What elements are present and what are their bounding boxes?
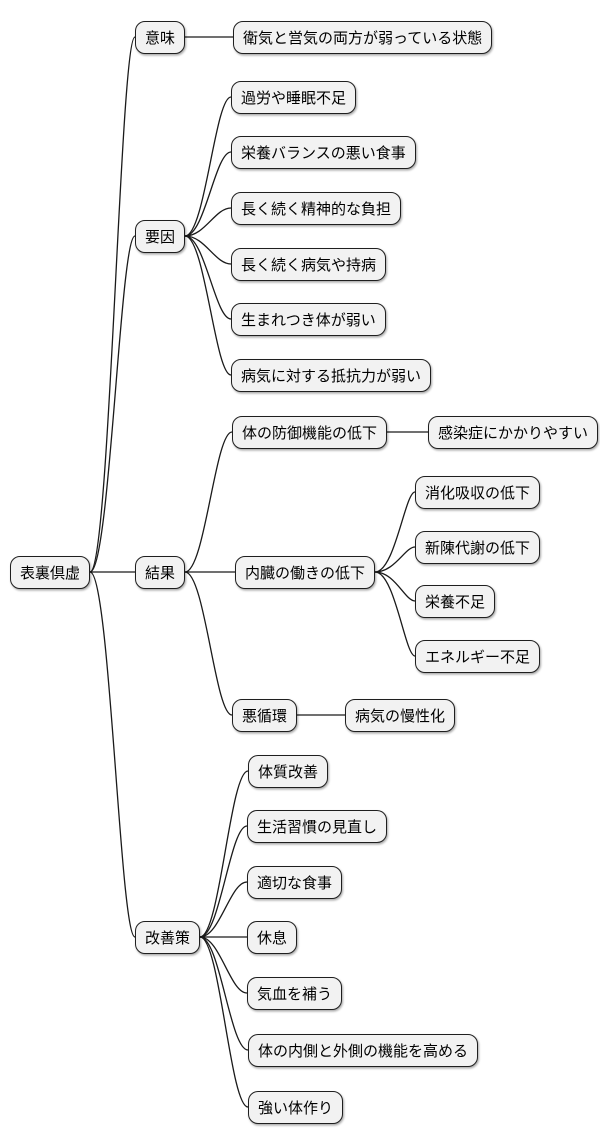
connector-kekka-to-kekka1: [184, 431, 233, 573]
mindmap-node-kekka3a: 病気の慢性化: [345, 698, 456, 732]
mindmap-node-kekka3: 悪循環: [232, 698, 298, 732]
connector-kekka-to-kekka3: [184, 571, 233, 716]
mindmap-node-kekka2: 内臓の働きの低下: [235, 555, 376, 589]
connector-kekka2-to-kekka2c: [374, 571, 416, 602]
connector-kekka2-to-kekka2d: [374, 571, 416, 657]
mindmap-node-kaizen6: 体の内側と外側の機能を高める: [248, 1033, 479, 1067]
connector-kekka2-to-kekka2a: [374, 491, 416, 573]
mindmap-node-yoin: 要因: [135, 219, 186, 253]
mindmap-node-kekka1a: 感染症にかかりやすい: [428, 415, 599, 449]
connector-yoin-to-yoin2: [184, 151, 232, 237]
mindmap-node-yoin3: 長く続く精神的な負担: [231, 191, 402, 225]
mindmap-node-kekka1: 体の防御機能の低下: [232, 415, 388, 449]
mindmap-node-yoin5: 生まれつき体が弱い: [231, 302, 386, 336]
connector-kaizen-to-kaizen6: [199, 936, 249, 1051]
mindmap-node-kekka: 結果: [135, 555, 186, 589]
connector-root-to-yoin: [89, 235, 136, 573]
mindmap-node-kaizen7: 強い体作り: [248, 1090, 344, 1124]
mindmap-node-kaizen: 改善策: [135, 920, 201, 954]
mindmap-node-yoin1: 過労や睡眠不足: [231, 80, 357, 114]
connector-yoin-to-yoin4: [184, 235, 232, 265]
mindmap-node-yoin2: 栄養バランスの悪い食事: [231, 135, 416, 169]
mindmap-node-kaizen1: 体質改善: [248, 754, 329, 788]
mindmap-node-kekka2b: 新陳代謝の低下: [415, 530, 541, 564]
connector-yoin-to-yoin1: [184, 96, 232, 237]
connector-kaizen-to-kaizen5: [199, 936, 248, 994]
connector-yoin-to-yoin6: [184, 235, 232, 376]
mindmap-node-yoin6: 病気に対する抵抗力が弱い: [231, 358, 432, 392]
connector-kekka2-to-kekka2b: [374, 546, 416, 573]
connector-kaizen-to-kaizen7: [199, 936, 249, 1108]
mindmap-node-kaizen2: 生活習慣の見直し: [247, 809, 388, 843]
mindmap-node-imi: 意味: [135, 20, 186, 54]
mindmap-node-root: 表裏倶虚: [10, 555, 91, 589]
mindmap-node-imi1: 衛気と営気の両方が弱っている状態: [233, 20, 493, 54]
mindmap-node-kaizen4: 休息: [247, 920, 298, 954]
mindmap-node-kekka2d: エネルギー不足: [415, 639, 541, 673]
mindmap-node-yoin4: 長く続く病気や持病: [231, 247, 387, 281]
connector-root-to-kaizen: [89, 571, 136, 938]
connector-root-to-imi: [89, 36, 136, 573]
mindmap-node-kaizen5: 気血を補う: [247, 976, 343, 1010]
connector-kaizen-to-kaizen1: [199, 770, 249, 938]
connector-kaizen-to-kaizen2: [199, 825, 248, 938]
mindmap-node-kaizen3: 適切な食事: [247, 865, 343, 899]
mindmap-node-kekka2a: 消化吸収の低下: [415, 475, 541, 509]
connector-yoin-to-yoin3: [184, 207, 232, 237]
connector-yoin-to-yoin5: [184, 235, 232, 320]
connector-kaizen-to-kaizen3: [199, 881, 248, 938]
mindmap-node-kekka2c: 栄養不足: [415, 584, 496, 618]
